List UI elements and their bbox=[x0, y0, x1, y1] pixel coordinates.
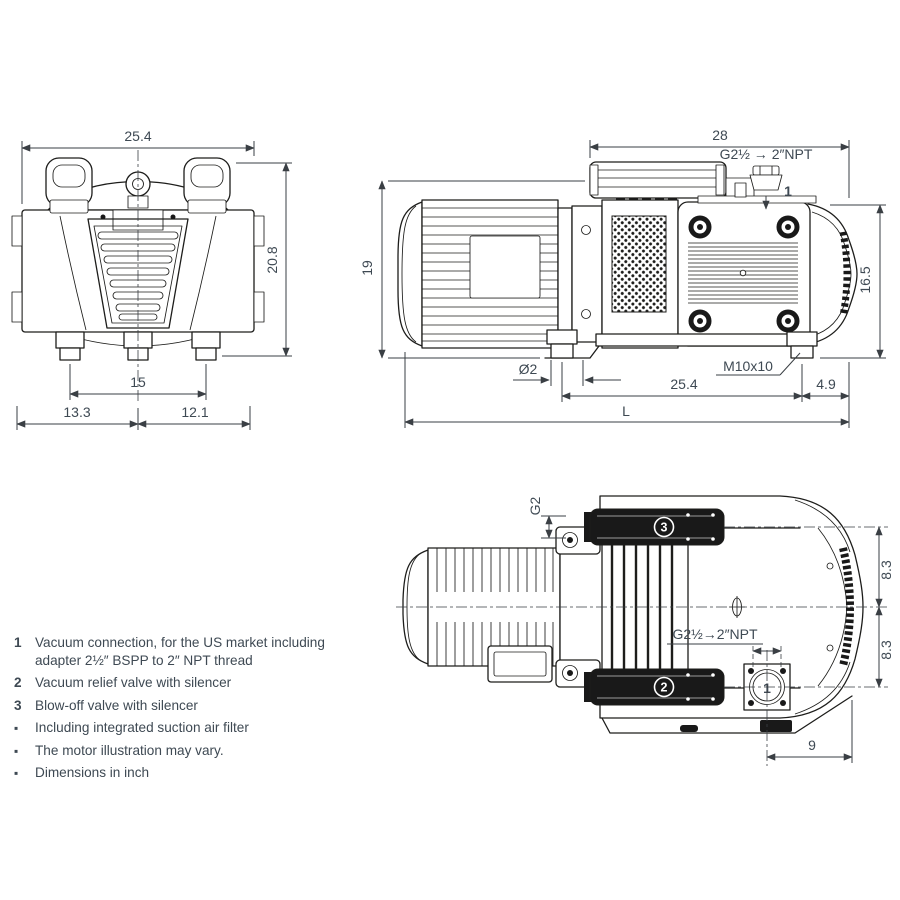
dim-side-rear-overhang: 4.9 bbox=[816, 376, 836, 392]
carry-handle-left bbox=[45, 157, 93, 214]
suction-filter-housing bbox=[601, 199, 679, 349]
legend-item-vacuum-connection: 1 Vacuum connection, for the US market i… bbox=[14, 634, 326, 670]
rubber-pad bbox=[680, 725, 698, 732]
legend-text: Including integrated suction air filter bbox=[35, 720, 249, 736]
dim-side-total-height: 19 bbox=[359, 260, 375, 276]
label-top-adapter: G2½→2″NPT bbox=[672, 626, 758, 642]
callout-1-top: 1 bbox=[763, 680, 771, 696]
dim-front-feet-span: 15 bbox=[130, 374, 146, 390]
label-side-adapter: G2½ → 2″NPT bbox=[720, 146, 813, 162]
legend: 1 Vacuum connection, for the US market i… bbox=[14, 634, 326, 787]
motor-top bbox=[402, 547, 561, 683]
legend-text: The motor illustration may vary. bbox=[35, 742, 224, 758]
legend-bullet: ▪ bbox=[14, 721, 19, 736]
label-foot-thread: M10x10 bbox=[723, 358, 773, 374]
dim-top-lower-half: 8.3 bbox=[878, 640, 894, 660]
dim-side-port-diameter: Ø2 bbox=[519, 361, 538, 377]
screw bbox=[826, 644, 834, 652]
legend-item-relief-valve: 2 Vacuum relief valve with silencer bbox=[14, 674, 326, 692]
motor bbox=[397, 199, 573, 349]
dim-top-upper-half: 8.3 bbox=[878, 560, 894, 580]
legend-marker: 3 bbox=[14, 697, 22, 713]
legend-item-blow-off-valve: 3 Blow-off valve with silencer bbox=[14, 697, 326, 715]
dim-top-port: G2 bbox=[527, 496, 543, 515]
stud bbox=[734, 182, 747, 198]
mount-tab bbox=[253, 291, 265, 323]
legend-item-units-note: ▪ Dimensions in inch bbox=[14, 764, 326, 782]
callout-1-side: 1 bbox=[784, 183, 792, 199]
side-view: 28 19 16.5 Ø2 25.4 4.9 bbox=[359, 127, 886, 428]
front-view-drawing bbox=[11, 150, 265, 404]
relief-silencer-bar: 2 bbox=[584, 668, 725, 706]
dim-front-left-offset: 13.3 bbox=[63, 404, 90, 420]
dim-side-pump-height: 16.5 bbox=[857, 266, 873, 293]
pump-housing-side bbox=[595, 195, 858, 347]
callout-2-top: 2 bbox=[661, 681, 668, 695]
screw bbox=[170, 214, 176, 220]
legend-bullet: ▪ bbox=[14, 766, 19, 781]
npt-adapter-fitting bbox=[749, 165, 783, 191]
legend-bullet: ▪ bbox=[14, 743, 19, 758]
legend-text: Blow-off valve with silencer bbox=[35, 697, 198, 713]
blow-off-silencer-bar: 3 bbox=[584, 508, 725, 546]
screw bbox=[100, 214, 106, 220]
legend-item-motor-note: ▪ The motor illustration may vary. bbox=[14, 742, 326, 760]
rubber-pad bbox=[760, 720, 792, 732]
dim-front-height: 20.8 bbox=[264, 246, 280, 273]
side-view-dimensions: 28 19 16.5 Ø2 25.4 4.9 bbox=[359, 127, 886, 428]
legend-text: Vacuum relief valve with silencer bbox=[35, 675, 232, 691]
front-view-dimensions: 25.4 20.8 15 13.3 12.1 bbox=[16, 128, 292, 430]
mount-tab bbox=[11, 291, 23, 323]
callout-3-top: 3 bbox=[661, 521, 668, 535]
side-view-drawing bbox=[397, 161, 858, 359]
legend-marker: 2 bbox=[14, 675, 22, 691]
dim-side-feet-span: 25.4 bbox=[670, 376, 697, 392]
legend-text: Vacuum connection, for the US market inc… bbox=[35, 635, 325, 668]
top-view-dimensions: G2 8.3 8.3 G2½→2″NPT 9 bbox=[527, 496, 894, 763]
legend-text: Dimensions in inch bbox=[35, 765, 150, 781]
legend-marker: 1 bbox=[14, 635, 22, 650]
front-view: 25.4 20.8 15 13.3 12.1 bbox=[11, 128, 292, 430]
top-view: 3 2 1 bbox=[396, 495, 894, 766]
side-feet bbox=[546, 329, 818, 359]
suction-filter-mesh bbox=[611, 215, 667, 313]
dim-side-total-length: L bbox=[622, 403, 630, 419]
mount-tab bbox=[11, 215, 23, 247]
top-view-drawing: 3 2 1 bbox=[396, 495, 888, 766]
dim-top-connection-offset: 9 bbox=[808, 737, 816, 753]
screw bbox=[826, 562, 834, 570]
legend-item-suction-filter: ▪ Including integrated suction air filte… bbox=[14, 719, 326, 737]
motor-bracket bbox=[544, 205, 603, 359]
dim-side-upper-length: 28 bbox=[712, 127, 728, 143]
bolt-bosses bbox=[688, 215, 800, 333]
dim-front-right-offset: 12.1 bbox=[181, 404, 208, 420]
dim-front-width: 25.4 bbox=[124, 128, 151, 144]
carry-handle-right bbox=[183, 157, 231, 214]
motor-nameplate bbox=[469, 235, 541, 299]
mount-tab bbox=[253, 215, 265, 247]
